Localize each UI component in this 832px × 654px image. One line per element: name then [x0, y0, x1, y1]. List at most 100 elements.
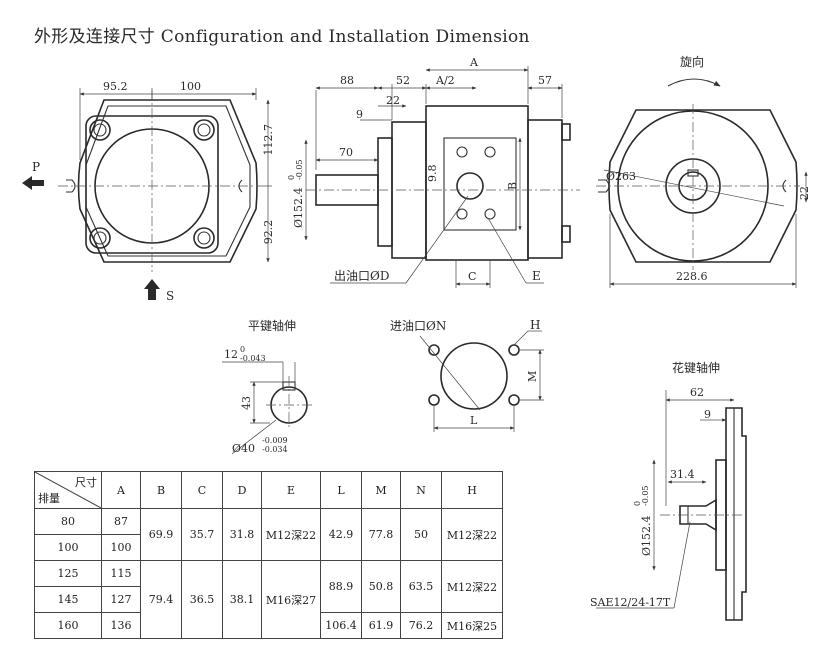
col-header-c: C: [181, 471, 223, 509]
cell-h: M12深22: [441, 560, 503, 613]
inlet-bolt-3: [428, 394, 440, 406]
dim-95-2: 95.2: [103, 80, 128, 93]
cell-a: 115: [101, 560, 141, 587]
cell-disp: 160: [34, 612, 102, 639]
spline-dim-62: 62: [690, 386, 704, 399]
key-width: 12: [224, 348, 238, 361]
cell-a: 136: [101, 612, 141, 639]
port-s-label: S: [166, 289, 174, 303]
side-dia-tol-upper: 0: [287, 175, 296, 180]
table-header-row: 尺寸 排量 A B C D E L M N H: [34, 471, 503, 509]
cell-l: 88.9: [320, 560, 362, 613]
inlet-dim-h: H: [530, 318, 540, 332]
spline-tol-upper: 0: [633, 501, 642, 506]
rotation-label: 旋向: [680, 54, 704, 69]
inlet-bolt-1: [428, 344, 440, 356]
table-corner-header: 尺寸 排量: [34, 471, 102, 509]
cell-d: 38.1: [222, 560, 262, 639]
cell-a: 87: [101, 508, 141, 535]
cell-c: 35.7: [181, 508, 223, 561]
col-header-m: M: [361, 471, 401, 509]
inlet-detail: 进油口ØN H M L: [390, 318, 544, 432]
front-slot-left: [66, 179, 76, 193]
dim-22: 22: [386, 94, 400, 107]
dim-100: 100: [180, 80, 201, 93]
dim-228-6: 228.6: [676, 270, 708, 283]
page-title: 外形及连接尺寸 Configuration and Installation D…: [34, 27, 530, 47]
spline-dim-9: 9: [704, 408, 711, 421]
front-mounting-flange: [77, 99, 258, 263]
col-header-h: H: [441, 471, 503, 509]
port-s-arrow-icon: [144, 279, 160, 300]
inlet-bolt-2: [508, 344, 520, 356]
dim-70: 70: [339, 146, 353, 159]
table-row: 100 100: [34, 534, 503, 561]
cell-l: 106.4: [320, 612, 362, 639]
table-row: 80 87 69.9 35.7 31.8 M12深22 42.9 77.8 50…: [34, 508, 503, 561]
dim-52: 52: [396, 74, 410, 87]
col-header-l: L: [320, 471, 362, 509]
cell-d: 31.8: [222, 508, 262, 561]
dim-92-2: 92.2: [262, 220, 275, 245]
col-header-a: A: [101, 471, 141, 509]
cell-disp: 80: [34, 508, 102, 535]
inlet-dim-m: M: [526, 371, 539, 382]
dim-a: A: [469, 56, 479, 69]
side-end-plug-2: [561, 225, 571, 243]
cell-disp: 100: [34, 534, 102, 561]
side-pilot: [377, 137, 393, 247]
side-dia-tol-lower: -0.05: [295, 159, 304, 180]
inlet-dim-l: L: [470, 414, 478, 427]
inlet-title: 进油口ØN: [390, 319, 446, 333]
cell-m: 50.8: [361, 560, 401, 613]
cell-e: M16深27: [261, 560, 321, 639]
key-tol-lower: -0.043: [240, 354, 266, 363]
side-outlet-bore: [456, 172, 484, 200]
spline-title: 花键轴伸: [672, 360, 720, 375]
key-dia-tol-upper: -0.009: [262, 436, 288, 445]
side-end-cap: [527, 119, 563, 259]
table-row: 125 115 79.4 36.5 38.1 M16深27 88.9 50.8 …: [34, 560, 503, 639]
cell-a: 100: [101, 534, 141, 561]
inlet-bolt-4: [508, 394, 520, 406]
spline-flange: [725, 407, 747, 621]
col-header-n: N: [400, 471, 442, 509]
cell-n: 50: [400, 508, 442, 561]
spline-dim-31-4: 31.4: [670, 468, 695, 481]
key-height: 43: [240, 396, 253, 410]
cell-disp: 125: [34, 560, 102, 587]
port-p-arrow-icon: [22, 176, 44, 190]
dim-57: 57: [538, 74, 552, 87]
col-header-d: D: [222, 471, 262, 509]
port-p-label: P: [32, 160, 40, 174]
dim-b: B: [506, 182, 519, 190]
key-dia-tol-lower: -0.034: [262, 445, 288, 454]
spline-spec: SAE12/24-17T: [590, 596, 671, 609]
side-dia-main: Ø152.4: [292, 187, 305, 228]
dim-112-7: 112.7: [262, 124, 275, 156]
cell-c: 36.5: [181, 560, 223, 639]
cell-b: 79.4: [140, 560, 182, 639]
key-tol-upper: 0: [240, 345, 245, 354]
dim-88: 88: [340, 74, 354, 87]
side-outlet-flange: [443, 137, 517, 231]
cell-n: 63.5: [400, 560, 442, 613]
dim-22-rear: 22: [798, 186, 811, 200]
side-end-plug: [561, 123, 571, 141]
spec-table: 尺寸 排量 A B C D E L M N H 80 87 69.9 35.7 …: [34, 471, 503, 639]
dim-9: 9: [356, 108, 363, 121]
cell-b: 69.9: [140, 508, 182, 561]
outlet-label: 出油口ØD: [334, 269, 389, 283]
dim-9-8: 9.8: [426, 165, 439, 183]
cell-a: 127: [101, 586, 141, 613]
rear-dia: Ø263: [606, 170, 636, 183]
spline-detail: 花键轴伸 62 9 31.4 Ø152.4 0 -0.05 SAE12/24-1…: [590, 360, 750, 621]
rear-view: 旋向 Ø263 22 228.6: [596, 54, 811, 288]
cell-m: 77.8: [361, 508, 401, 561]
rotation-arrow-icon: [667, 78, 721, 87]
cell-disp: 145: [34, 586, 102, 613]
spline-shaft: [679, 498, 717, 532]
cell-n: 76.2: [400, 612, 442, 639]
key-shaft-title: 平键轴伸: [248, 318, 296, 333]
